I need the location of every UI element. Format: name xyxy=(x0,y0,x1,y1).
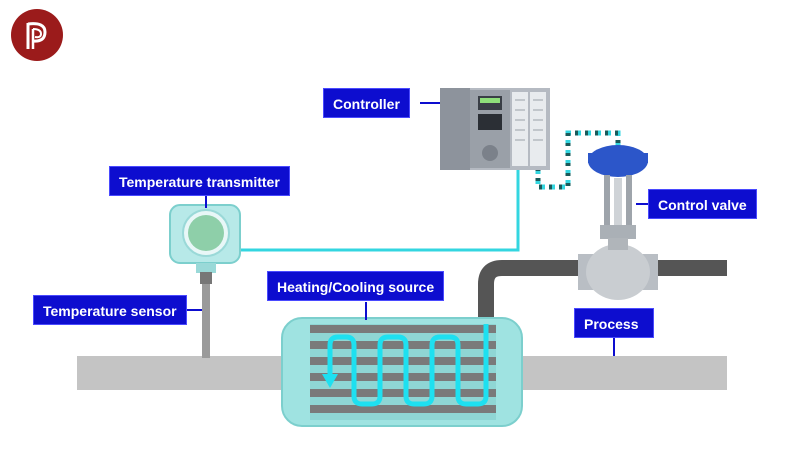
heat-exchanger-icon xyxy=(281,317,523,427)
temperature-sensor-label: Temperature sensor xyxy=(33,295,187,325)
process-label: Process xyxy=(574,308,654,338)
control-valve-label: Control valve xyxy=(648,189,757,219)
plc-controller-icon xyxy=(440,88,550,170)
transmitter-icon xyxy=(169,204,241,273)
return-pipe xyxy=(478,260,727,322)
logo-icon xyxy=(11,9,63,61)
sensor-probe-icon xyxy=(200,272,212,358)
controller-label: Controller xyxy=(323,88,410,118)
signal-lines xyxy=(240,130,621,252)
control-valve-icon xyxy=(578,145,658,300)
heating-cooling-source-label: Heating/Cooling source xyxy=(267,271,445,301)
temperature-transmitter-label: Temperature transmitter xyxy=(109,166,290,196)
label-pointers xyxy=(186,102,650,356)
